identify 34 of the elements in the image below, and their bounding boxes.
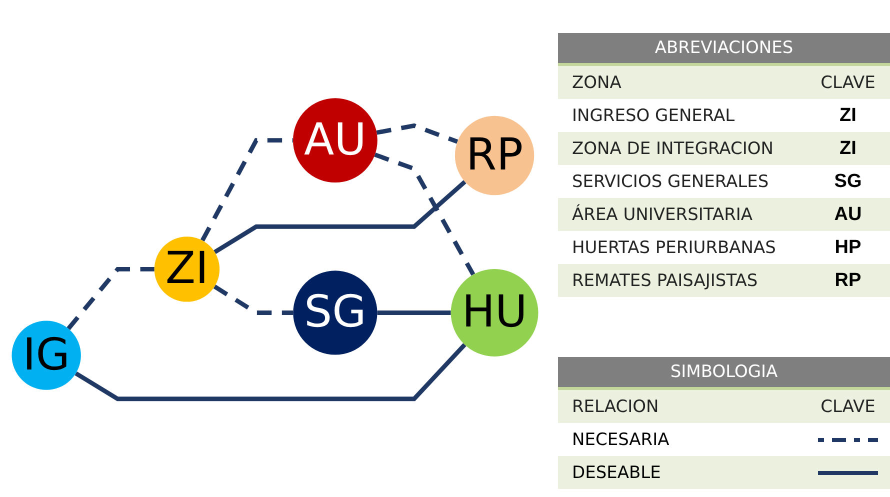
connector [200,138,293,242]
connector [377,310,451,315]
zone-name: INGRESO GENERAL [572,106,735,126]
legend-label: DESEABLE [572,462,661,482]
node-circle: RP [454,116,534,196]
node-circle: ZI [154,236,220,302]
node-circle: IG [12,320,81,390]
zone-code: ZI [838,138,858,160]
connector [74,343,466,402]
node-circle: HU [450,269,538,356]
connector [376,123,458,144]
zone-code: SG [833,170,863,192]
zone-name: ÁREA UNIVERSITARIA [572,204,753,224]
column-header: CLAVE [820,72,876,92]
zone-code: HP [834,236,862,258]
zone-name: SERVICIOS GENERALES [572,172,769,192]
zone-code: RP [834,270,862,292]
table-header: ABREVIACIONES [558,33,890,66]
zone-code: AU [833,204,863,226]
table-header: SIMBOLOGIA [558,357,890,390]
zone-name: ZONA DE INTEGRACION [572,138,774,158]
connector [214,180,466,254]
zone-name: REMATES PAISAJISTAS [572,270,758,290]
column-header: RELACION [572,396,659,416]
column-header: ZONA [572,72,622,92]
connector [66,266,154,330]
zone-name: HUERTAS PERIURBANAS [572,238,776,258]
connector [374,152,476,276]
column-header: CLAVE [820,396,876,416]
node-circle: SG [293,270,378,355]
legend-label: NECESARIA [572,430,670,450]
connector [213,284,294,315]
zone-code: ZI [838,104,858,126]
node-circle: AU [293,98,378,183]
